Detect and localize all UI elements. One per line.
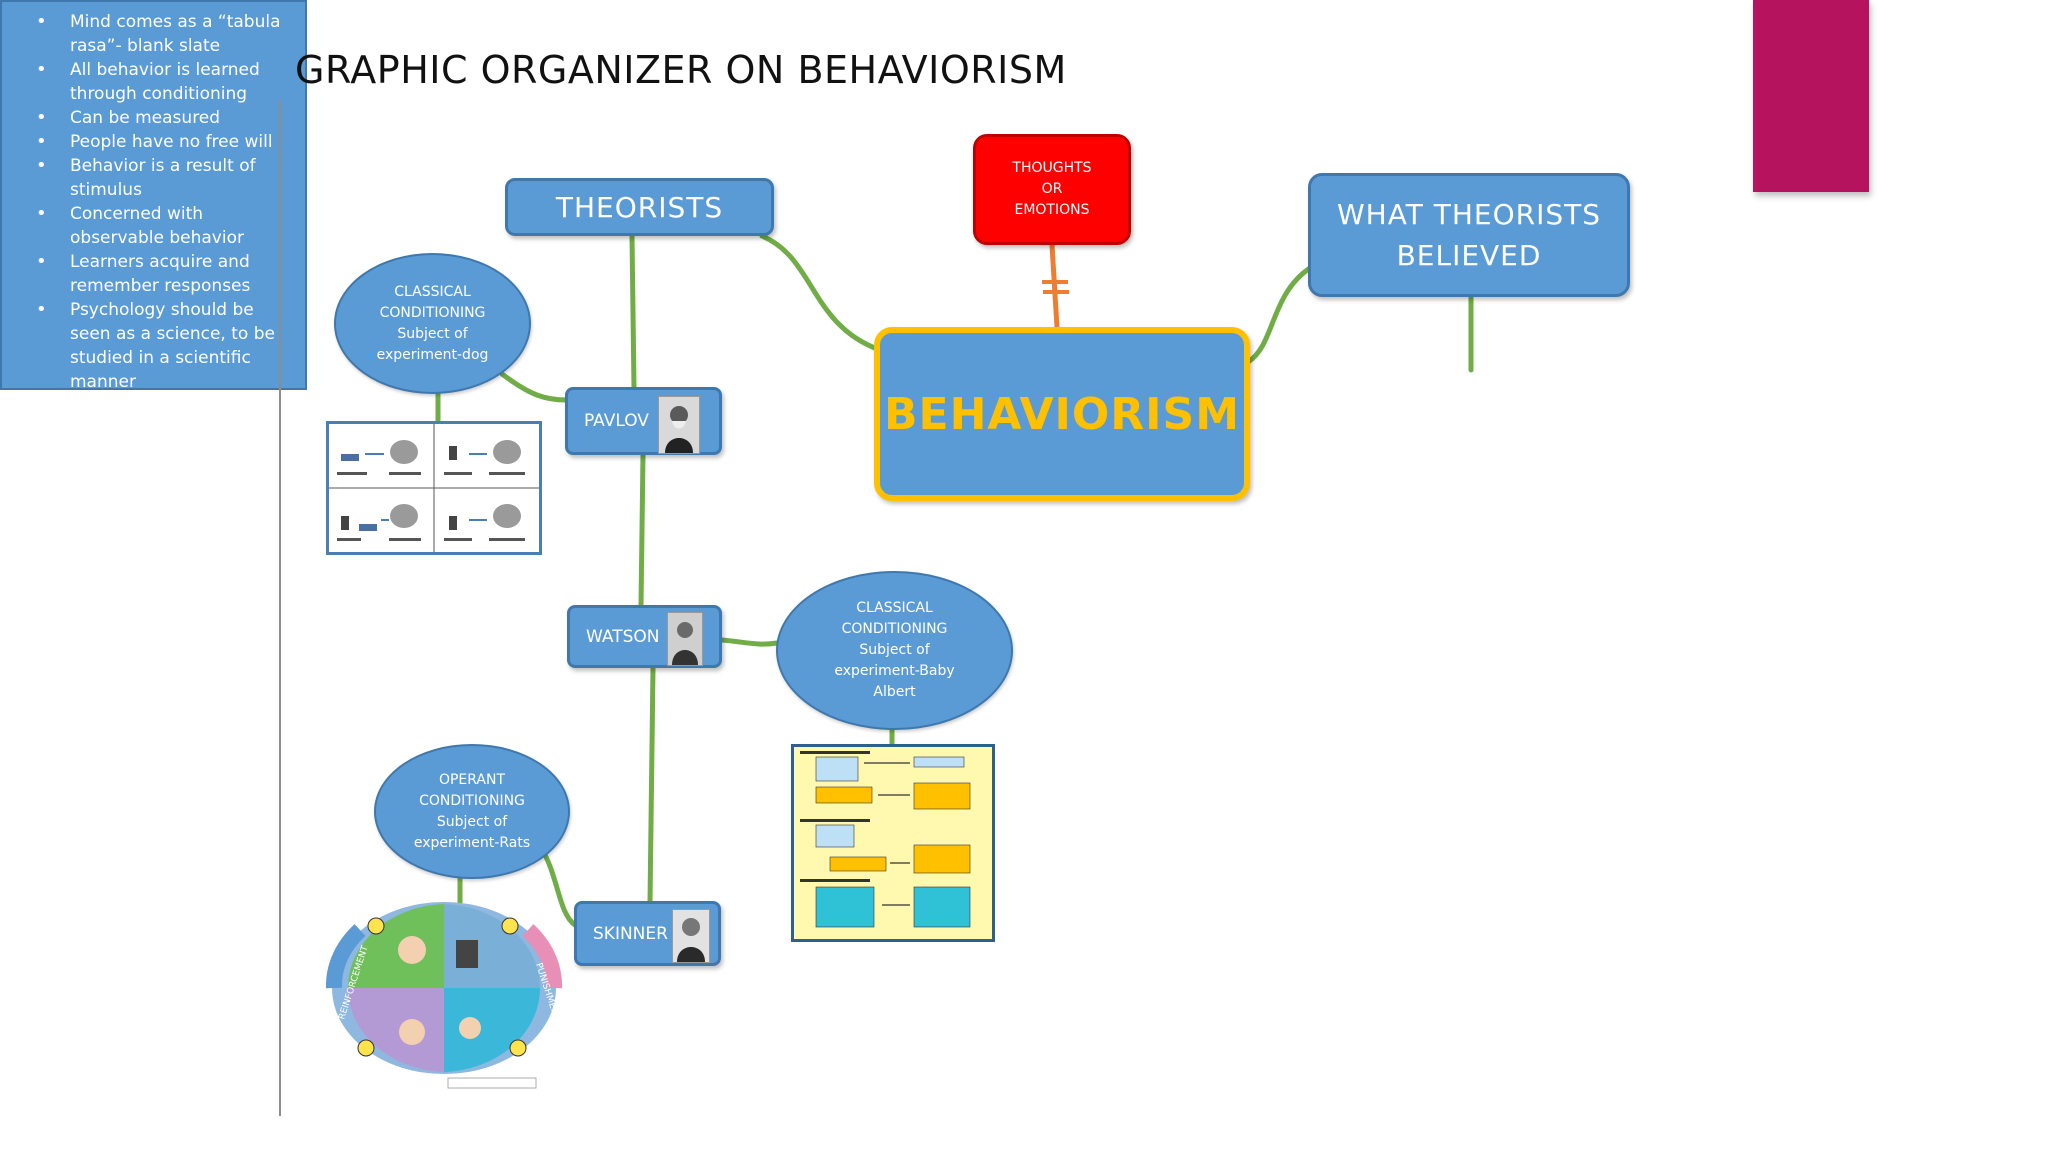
connector-pavlov-watson bbox=[638, 452, 646, 609]
theorists-node: THEORISTS bbox=[505, 178, 774, 236]
oc-rats-title-1: OPERANT bbox=[438, 771, 506, 788]
beliefs-list: Mind comes as a “tabula rasa”- blank sla… bbox=[12, 10, 291, 394]
oc-rats-subject-2: experiment-Rats bbox=[413, 834, 531, 851]
dog-diagram-icon bbox=[326, 421, 542, 555]
behaviorism-center-node: BEHAVIORISM bbox=[874, 327, 1250, 501]
left-divider bbox=[279, 100, 281, 1116]
cc-dog-title-2: CONDITIONING bbox=[379, 304, 486, 321]
cc-dog-title-1: CLASSICAL bbox=[394, 283, 471, 300]
operant-conditioning-rats-node: OPERANT CONDITIONING Subject of experime… bbox=[374, 744, 570, 879]
classical-conditioning-albert-node: CLASSICAL CONDITIONING Subject of experi… bbox=[776, 571, 1013, 730]
what-theorists-believed-node: WHAT THEORISTS BELIEVED bbox=[1308, 173, 1630, 297]
cc-albert-title-1: CLASSICAL bbox=[856, 600, 933, 616]
classical-conditioning-dog-node: CLASSICAL CONDITIONING Subject of experi… bbox=[334, 253, 531, 394]
belief-item: People have no free will bbox=[36, 130, 291, 154]
connector-pavlov-ccdog bbox=[499, 371, 569, 403]
thoughts-or-emotions-node: THOUGHTS OR EMOTIONS bbox=[973, 134, 1131, 245]
portrait-skinner-icon bbox=[672, 909, 710, 963]
cc-dog-subject-2: experiment-dog bbox=[376, 346, 489, 363]
oc-rats-title-2: CONDITIONING bbox=[419, 792, 525, 809]
watson-node: WATSON bbox=[567, 605, 722, 668]
belief-item: Psychology should be seen as a science, … bbox=[36, 298, 291, 394]
connector-theorists-center bbox=[759, 233, 883, 353]
pavlov-node: PAVLOV bbox=[565, 387, 722, 455]
cc-albert-title-2: CONDITIONING bbox=[841, 621, 948, 637]
portrait-pavlov-icon bbox=[658, 396, 700, 454]
connector-watson-skinner bbox=[647, 665, 656, 905]
connector-theorists-pavlov bbox=[629, 233, 637, 391]
belief-item: All behavior is learned through conditio… bbox=[36, 58, 291, 106]
cc-albert-subject-3: Albert bbox=[873, 684, 916, 700]
connector-thoughts-center bbox=[1049, 244, 1060, 328]
oc-rats-subject-1: Subject of bbox=[436, 813, 508, 830]
thoughts-line-2: OR bbox=[1041, 181, 1063, 197]
belief-item: Concerned with observable behavior bbox=[36, 202, 291, 250]
thoughts-line-3: EMOTIONS bbox=[1014, 202, 1090, 218]
belief-item: Mind comes as a “tabula rasa”- blank sla… bbox=[36, 10, 291, 58]
belief-item: Can be measured bbox=[36, 106, 291, 130]
accent-bar bbox=[1753, 0, 1869, 192]
beliefs-list-box: Mind comes as a “tabula rasa”- blank sla… bbox=[0, 0, 307, 392]
skinner-node: SKINNER bbox=[574, 901, 721, 966]
slide-title: GRAPHIC ORGANIZER ON BEHAVIORISM bbox=[295, 48, 1067, 92]
connector-believed-center bbox=[1245, 265, 1313, 365]
connector-ocrats-skinner bbox=[542, 852, 578, 928]
skinner-label: SKINNER bbox=[593, 923, 668, 944]
cc-albert-subject-2: experiment-Baby bbox=[834, 663, 955, 679]
watson-label: WATSON bbox=[586, 626, 660, 647]
albert-chart-icon bbox=[791, 744, 995, 942]
pavlov-label: PAVLOV bbox=[584, 411, 649, 431]
belief-item: Behavior is a result of stimulus bbox=[36, 154, 291, 202]
connector-watson-albert bbox=[719, 637, 780, 647]
cc-albert-subject-1: Subject of bbox=[859, 642, 930, 658]
belief-item: Learners acquire and remember responses bbox=[36, 250, 291, 298]
thoughts-line-1: THOUGHTS bbox=[1012, 160, 1092, 176]
portrait-watson-icon bbox=[667, 612, 703, 666]
reinforcement-wheel-icon: REINFORCEMENT PUNISHMENT bbox=[320, 900, 568, 1090]
cc-dog-subject-1: Subject of bbox=[397, 325, 468, 342]
